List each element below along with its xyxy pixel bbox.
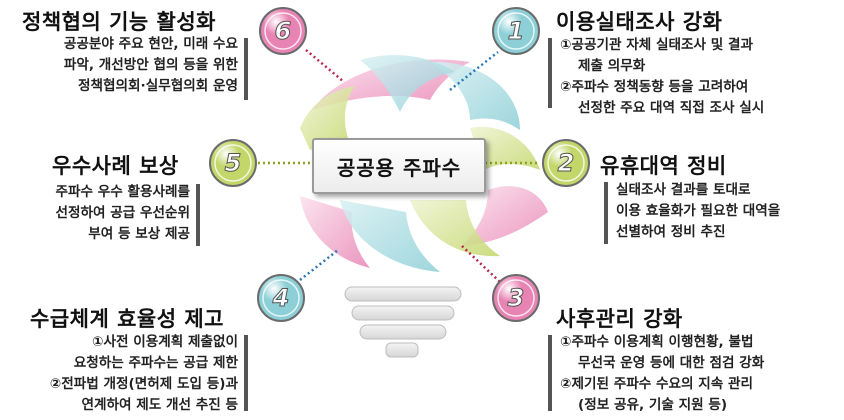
item-1-bar — [548, 38, 552, 108]
item-1-line-3: ②주파수 정책동향 등을 고려하여 — [560, 79, 749, 95]
item-6-line-1: 공공분야 주요 현안, 미래 수요 — [63, 36, 238, 52]
badge-number: 5 — [225, 149, 242, 177]
bulb-base-3 — [359, 324, 447, 340]
connector-3 — [461, 245, 501, 283]
item-2-bar — [604, 182, 608, 244]
badge-number: 3 — [508, 284, 525, 312]
item-3-desc: ①주파수 이용계획 이행현황, 불법 무선국 운영 등에 대한 점검 강화 ②제… — [560, 332, 764, 416]
badge-1: 1 — [490, 5, 542, 57]
item-4-title: 수급체계 효율성 제고 — [30, 307, 225, 331]
badge-circle: 1 — [492, 7, 540, 55]
badge-5: 5 — [207, 137, 259, 189]
item-4-line-1: ①사전 이용계획 제출없이 — [91, 334, 238, 350]
item-1-title: 이용실태조사 강화 — [556, 10, 723, 34]
connector-4 — [299, 249, 339, 281]
item-4-line-2: 요청하는 주파수는 공급 제한 — [73, 355, 238, 371]
badge-number: 6 — [275, 17, 292, 45]
badge-6: 6 — [257, 5, 309, 57]
petal-green-right — [470, 126, 540, 170]
badge-4: 4 — [255, 272, 307, 324]
badge-2: 2 — [540, 137, 592, 189]
item-1-line-2: 제출 의무화 — [578, 58, 646, 74]
item-5-line-1: 주파수 우수 활용사례를 — [55, 184, 190, 200]
petal-blue-bottom — [340, 200, 440, 272]
badge-circle: 4 — [257, 274, 305, 322]
item-4-line-3: ②전파법 개정(면허제 도입 등)과 — [49, 376, 238, 392]
bulb-base-4 — [385, 342, 419, 358]
item-3-line-2: 무선국 운영 등에 대한 점검 강화 — [578, 355, 765, 371]
petal-pink-bottomleft — [300, 196, 370, 268]
item-6-bar — [244, 38, 248, 100]
item-3-line-3: ②제기된 주파수 수요의 지속 관리 — [560, 376, 754, 392]
petal-green-left — [300, 86, 355, 150]
item-1-desc: ①공공기관 자체 실태조사 및 결과 제출 의무화 ②주파수 정책동향 등을 고… — [560, 35, 764, 119]
bulb-base-1 — [344, 286, 462, 302]
petal-blue-top — [360, 55, 455, 112]
item-3-line-4: (정보 공유, 기술 지원 등) — [578, 397, 728, 413]
item-5-bar — [196, 184, 200, 246]
petal-pink-right — [462, 186, 548, 246]
item-3-title: 사후관리 강화 — [556, 307, 683, 331]
item-5-line-2: 선정하여 공급 우선순위 — [55, 205, 190, 221]
badge-number: 1 — [508, 17, 525, 45]
item-5-desc: 주파수 우수 활용사례를 선정하여 공급 우선순위 부여 등 보상 제공 — [0, 182, 190, 245]
item-5-title: 우수사례 보상 — [52, 154, 179, 178]
connector-6 — [305, 49, 345, 83]
center-label: 공공용 주파수 — [336, 155, 462, 180]
item-6-desc: 공공분야 주요 현안, 미래 수요 파악, 개선방안 협의 등을 위한 정책협의… — [0, 34, 238, 97]
item-6-line-2: 파악, 개선방안 협의 등을 위한 — [63, 57, 238, 73]
item-1-line-1: ①공공기관 자체 실태조사 및 결과 — [560, 37, 754, 53]
badge-number: 2 — [558, 149, 575, 177]
item-3-line-1: ①주파수 이용계획 이행현황, 불법 — [560, 334, 754, 350]
item-2-title: 유휴대역 정비 — [600, 154, 727, 178]
item-2-line-2: 이용 효율화가 필요한 대역을 — [616, 203, 781, 219]
item-4-desc: ①사전 이용계획 제출없이 요청하는 주파수는 공급 제한 ②전파법 개정(면허… — [0, 332, 238, 416]
item-2-line-1: 실태조사 결과를 토대로 — [616, 182, 751, 198]
badge-circle: 6 — [259, 7, 307, 55]
item-6-title: 정책협의 기능 활성화 — [22, 10, 217, 34]
connector-1 — [449, 51, 499, 91]
item-1-line-4: 선정한 주요 대역 직접 조사 실시 — [578, 100, 765, 116]
petal-blue-topright — [430, 61, 520, 131]
badge-number: 4 — [272, 284, 290, 312]
item-2-desc: 실태조사 결과를 토대로 이용 효율화가 필요한 대역을 선별하여 정비 추진 — [616, 180, 780, 243]
badge-3: 3 — [490, 272, 542, 324]
center-label-box: 공공용 주파수 — [312, 138, 486, 194]
item-5-line-3: 부여 등 보상 제공 — [88, 226, 190, 242]
badge-circle: 2 — [542, 139, 590, 187]
bulb-base-2 — [351, 305, 455, 321]
item-6-line-3: 정책협의회·실무협의회 운영 — [78, 78, 238, 94]
item-3-bar — [548, 335, 552, 411]
item-4-bar — [244, 335, 248, 411]
petal-green-bottom — [410, 200, 500, 257]
item-4-line-4: 연계하여 제도 개선 추진 등 — [81, 397, 239, 413]
item-2-line-3: 선별하여 정비 추진 — [616, 224, 726, 240]
badge-circle: 3 — [492, 274, 540, 322]
badge-circle: 5 — [209, 139, 257, 187]
